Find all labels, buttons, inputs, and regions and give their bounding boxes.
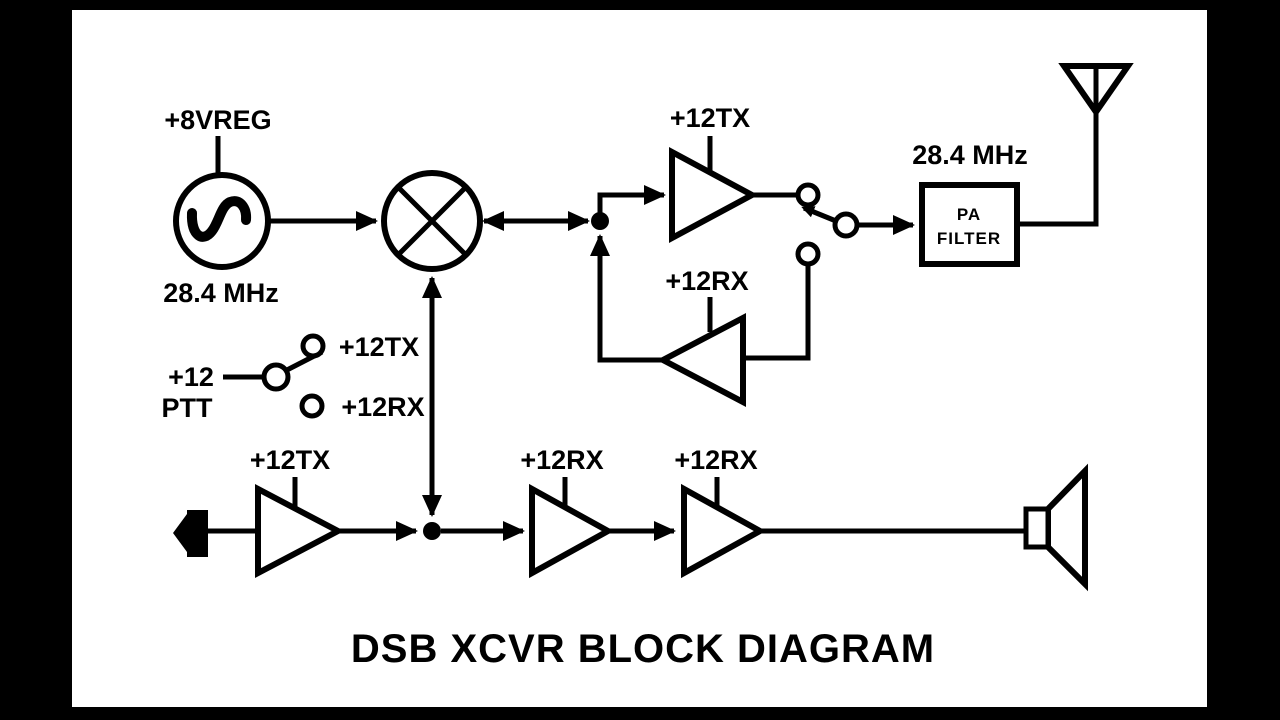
ptt-tx-contact bbox=[300, 333, 326, 359]
pa-filter-freq-label: 28.4 MHz bbox=[912, 140, 1028, 170]
oscillator-freq-label: 28.4 MHz bbox=[163, 278, 279, 308]
mic-amp-block: +12TX bbox=[250, 445, 345, 578]
mixer-x-stroke-2 bbox=[396, 185, 468, 257]
tr-switch-arm bbox=[801, 205, 837, 224]
antenna-icon bbox=[1058, 63, 1134, 118]
sine-wave-icon bbox=[186, 196, 252, 242]
rxamp-to-junction-wire bbox=[590, 234, 663, 363]
audio-rx-amp2-icon bbox=[681, 483, 767, 579]
tx-rf-amp-icon bbox=[669, 146, 759, 244]
tr-switch-tx-contact bbox=[795, 182, 821, 208]
audio-rx-amp1-icon bbox=[529, 483, 615, 579]
audio-rx-amp1-label: +12RX bbox=[520, 445, 603, 475]
if-junction-dot bbox=[591, 212, 609, 230]
filter-to-antenna-wire bbox=[1017, 66, 1099, 227]
ptt-supply-label: +12 bbox=[168, 362, 214, 392]
pa-filter-text-line1: PA bbox=[957, 205, 981, 224]
tr-switch-rx-contact bbox=[795, 241, 821, 267]
ptt-switch: +12 PTT +12TX +12RX bbox=[162, 332, 425, 423]
ptt-rx-contact bbox=[299, 393, 325, 419]
audio-rx-amp2-block: +12RX bbox=[674, 445, 767, 579]
speaker-icon-body bbox=[1023, 506, 1051, 550]
ptt-common-contact bbox=[261, 362, 291, 392]
oscillator-block: +8VREG 28.4 MHz bbox=[163, 105, 279, 308]
audio-rx-amp2-label: +12RX bbox=[674, 445, 757, 475]
mic-icon-body bbox=[187, 510, 208, 557]
mic-amp-label: +12TX bbox=[250, 445, 330, 475]
speaker bbox=[1023, 463, 1088, 592]
junction-to-txamp-wire bbox=[597, 185, 666, 218]
rx-rf-amp-block: +12RX bbox=[656, 266, 749, 407]
audio-junction-dot bbox=[423, 522, 441, 540]
tr-switch-common-contact bbox=[832, 211, 860, 239]
mic-amp-icon bbox=[255, 484, 345, 578]
ptt-rx-label: +12RX bbox=[341, 392, 424, 422]
pa-filter-box bbox=[919, 182, 1020, 267]
mic-icon-cone bbox=[173, 514, 187, 552]
tr-switch bbox=[795, 182, 860, 267]
rx-rf-amp-label: +12RX bbox=[665, 266, 748, 296]
rx-rf-amp-icon bbox=[656, 313, 746, 407]
oscillator-supply-label: +8VREG bbox=[164, 105, 271, 135]
microphone bbox=[173, 510, 208, 557]
pa-filter-text-line2: FILTER bbox=[937, 229, 1001, 248]
pa-filter-block: 28.4 MHz PA FILTER bbox=[912, 140, 1028, 267]
diagram-title: DSB XCVR BLOCK DIAGRAM bbox=[351, 627, 935, 671]
ptt-name-label: PTT bbox=[162, 393, 214, 423]
mixer-block bbox=[381, 170, 483, 272]
audio-rx-amp1-block: +12RX bbox=[520, 445, 615, 579]
switch-to-rxamp-wire bbox=[746, 264, 811, 361]
tx-rf-amp-label: +12TX bbox=[670, 103, 750, 133]
ptt-tx-label: +12TX bbox=[339, 332, 419, 362]
tx-rf-amp-block: +12TX bbox=[669, 103, 759, 244]
